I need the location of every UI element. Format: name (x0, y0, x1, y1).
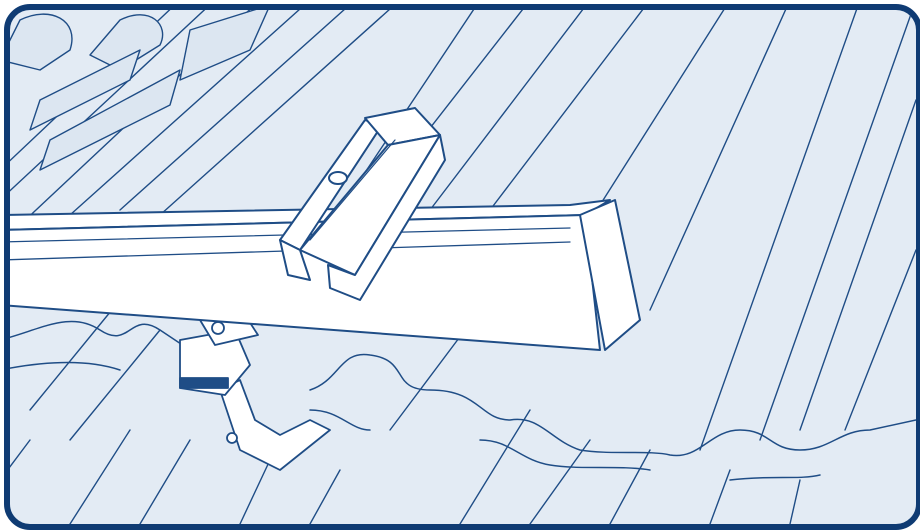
illustration-frame (4, 4, 920, 530)
tile-row-lower (10, 320, 916, 481)
clamp-bolt-head (328, 171, 348, 185)
hook-arm (219, 379, 331, 471)
rail-end-cap (579, 199, 641, 351)
module-clamp (279, 107, 446, 301)
tile-row-upper (10, 10, 269, 171)
hook-clamp-band (179, 377, 229, 389)
mounting-rail (10, 199, 641, 351)
roof-illustration (10, 10, 916, 524)
hook-bolt-head (211, 321, 225, 335)
roof-tile-ridges (10, 10, 916, 524)
clamp-right-leg (327, 134, 446, 301)
roof-hook (179, 314, 331, 471)
clamp-left-leg (279, 239, 311, 281)
hook-lower-bolt (226, 432, 238, 444)
